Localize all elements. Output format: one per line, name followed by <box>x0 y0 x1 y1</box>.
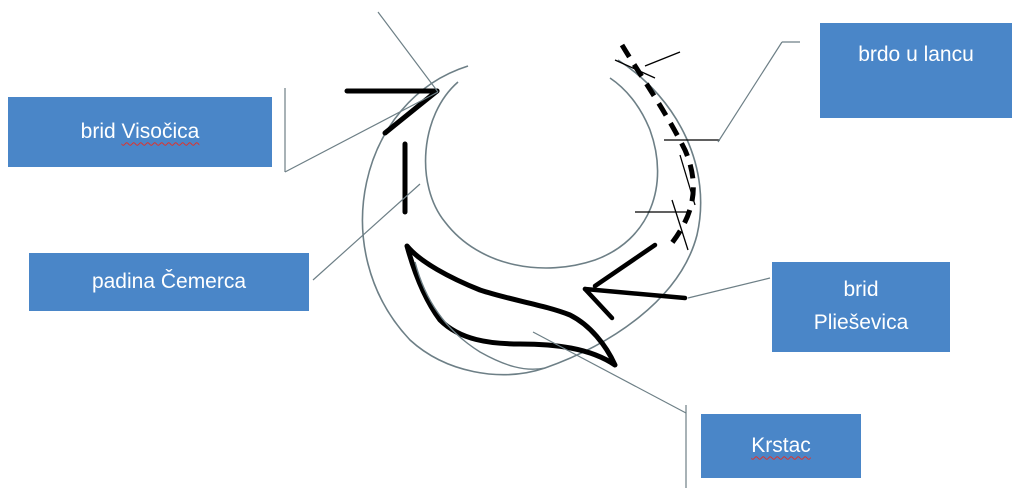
leader-lines <box>284 11 800 488</box>
label-brdo-u-lancu: brdo u lancu <box>820 23 1012 118</box>
plievica-ridge-strokes <box>582 242 688 321</box>
label-brid-plievica-line2: Plieševica <box>813 311 909 334</box>
label-brid-visocica-word1: brid <box>80 120 122 144</box>
label-krstac: Krstac <box>701 414 861 478</box>
visocica-ridge-strokes <box>344 88 440 215</box>
label-krstac-text: Krstac <box>751 434 811 458</box>
krstac-inner-contour <box>414 261 546 370</box>
label-brid-visocica: brid Visočica <box>8 97 272 167</box>
krstac-ridge-outline <box>404 243 618 368</box>
chain-cross-ticks <box>614 51 720 251</box>
label-brid-plievica: brid Plieševica <box>772 262 950 352</box>
label-brdo-u-lancu-text: brdo u lancu <box>858 43 974 66</box>
label-brid-plievica-line1: brid <box>843 278 879 302</box>
label-brid-visocica-word2: Visočica <box>121 120 200 144</box>
label-padina-cemerca: padina Čemerca <box>29 253 309 311</box>
inner-ring-arc <box>424 77 659 269</box>
label-padina-cemerca-text: padina Čemerca <box>91 270 247 294</box>
mountain-chain-dashed-line <box>619 43 696 250</box>
